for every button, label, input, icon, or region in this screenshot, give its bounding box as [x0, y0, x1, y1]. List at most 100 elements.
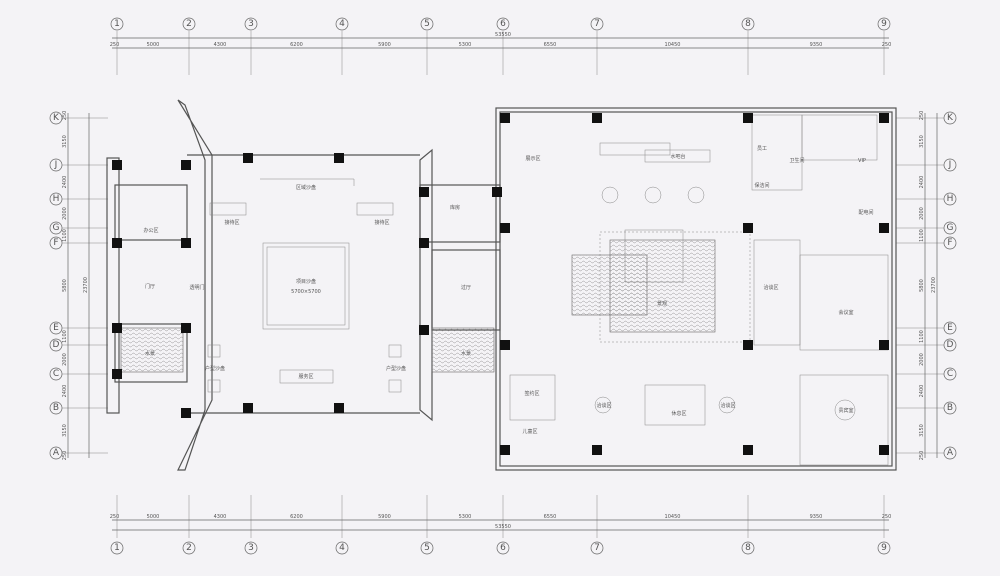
- axis-label-B: B: [53, 403, 59, 413]
- room-water-left: 水景: [145, 350, 155, 357]
- axis-bubble-1: [110, 541, 124, 555]
- structural-column: [500, 445, 510, 455]
- axis-bubble-C: [943, 367, 957, 381]
- structural-column: [500, 223, 510, 233]
- structural-column: [879, 113, 889, 123]
- axis-bubble-9: [877, 17, 891, 31]
- axis-label-6: 6: [500, 543, 506, 553]
- room-passage-hall: 过厅: [461, 284, 471, 291]
- axis-bubble-K: [49, 111, 63, 125]
- axis-bubble-3: [244, 17, 258, 31]
- structural-column: [419, 325, 429, 335]
- structural-column: [743, 113, 753, 123]
- room-kids: 儿童区: [522, 428, 537, 435]
- dim-v: 3150: [62, 135, 68, 148]
- dim-v: 3150: [919, 424, 925, 437]
- structural-column: [419, 238, 429, 248]
- axis-label-9: 9: [881, 19, 887, 29]
- dim-h: 250: [110, 514, 120, 520]
- room-rest-center: 休息区: [671, 410, 686, 417]
- axis-bubble-G: [49, 221, 63, 235]
- axis-label-1: 1: [114, 19, 120, 29]
- dim-h: 250: [110, 42, 120, 48]
- dim-v: 2000: [919, 207, 925, 220]
- axis-label-2: 2: [186, 543, 192, 553]
- dim-v: 1100: [62, 330, 68, 343]
- axis-bubble-4: [335, 17, 349, 31]
- axis-bubble-D: [943, 338, 957, 352]
- axis-label-A: A: [947, 448, 954, 458]
- axis-bubble-A: [943, 446, 957, 460]
- dim-h: 5900: [378, 42, 391, 48]
- structural-column: [243, 403, 253, 413]
- axis-bubble-E: [49, 321, 63, 335]
- axis-bubble-C: [49, 367, 63, 381]
- axis-bubble-2: [182, 541, 196, 555]
- structural-column: [181, 238, 191, 248]
- axis-bubble-J: [49, 158, 63, 172]
- room-negotiation: 洽谈区: [763, 284, 778, 291]
- axis-bubble-2: [182, 17, 196, 31]
- structural-column: [112, 369, 122, 379]
- axis-label-B: B: [947, 403, 953, 413]
- axis-bubble-E: [943, 321, 957, 335]
- room-staff: 员工: [757, 146, 767, 152]
- total-dim-v: 23700: [83, 277, 89, 293]
- axis-label-3: 3: [248, 19, 254, 29]
- total-dim-v: 23700: [931, 277, 937, 293]
- axis-bubble-7: [590, 541, 604, 555]
- axis-label-8: 8: [745, 543, 751, 553]
- room-labels: 办公区 门厅 透明门 水景 区域沙盘 接待区 接待区 项目沙盘 5700×570…: [143, 146, 873, 435]
- dim-v: 5800: [62, 279, 68, 292]
- dim-h: 9350: [810, 514, 823, 520]
- room-office: 办公区: [143, 227, 158, 234]
- room-project-model: 项目沙盘: [296, 278, 316, 285]
- structural-column: [592, 445, 602, 455]
- axis-label-C: C: [53, 369, 59, 379]
- dim-h: 5000: [147, 42, 160, 48]
- room-service: 服务区: [298, 373, 313, 380]
- axis-label-8: 8: [745, 19, 751, 29]
- axis-label-C: C: [947, 369, 953, 379]
- axis-bubble-5: [420, 541, 434, 555]
- dim-h: 250: [882, 514, 892, 520]
- axis-label-F: F: [947, 238, 952, 248]
- axis-label-G: G: [947, 223, 954, 233]
- dim-v: 2000: [919, 353, 925, 366]
- axis-label-D: D: [947, 340, 954, 350]
- axis-bubble-7: [590, 17, 604, 31]
- total-dim-h: 53550: [495, 524, 511, 530]
- axis-bubble-F: [49, 236, 63, 250]
- room-meeting: 会议室: [838, 309, 853, 316]
- structural-column: [743, 223, 753, 233]
- structural-column: [743, 445, 753, 455]
- axis-bubble-K: [943, 111, 957, 125]
- dim-h: 6200: [290, 514, 303, 520]
- structural-column: [743, 340, 753, 350]
- structural-columns: [112, 113, 889, 455]
- dim-h: 250: [882, 42, 892, 48]
- axis-bubble-F: [943, 236, 957, 250]
- structural-column: [181, 408, 191, 418]
- dim-h: 6550: [544, 514, 557, 520]
- room-bar: 水吧台: [670, 153, 685, 160]
- axis-label-4: 4: [339, 543, 345, 553]
- axis-label-2: 2: [186, 19, 192, 29]
- axis-label-J: J: [948, 160, 952, 170]
- structural-column: [419, 187, 429, 197]
- axis-label-A: A: [53, 448, 60, 458]
- room-glass-door: 透明门: [189, 284, 204, 291]
- total-dim-h: 53550: [495, 32, 511, 38]
- dim-v: 1100: [62, 229, 68, 242]
- dim-h: 4300: [214, 42, 227, 48]
- dim-h: 6200: [290, 42, 303, 48]
- axis-label-5: 5: [424, 543, 430, 553]
- room-project-model-size: 5700×5700: [291, 289, 321, 295]
- room-rest-left: 洽谈区: [596, 402, 611, 409]
- axis-bubble-6: [496, 541, 510, 555]
- structural-column: [879, 223, 889, 233]
- dim-v: 2400: [62, 385, 68, 398]
- axis-label-E: E: [947, 323, 953, 333]
- axis-bubble-H: [943, 192, 957, 206]
- room-display: 展示区: [525, 156, 540, 162]
